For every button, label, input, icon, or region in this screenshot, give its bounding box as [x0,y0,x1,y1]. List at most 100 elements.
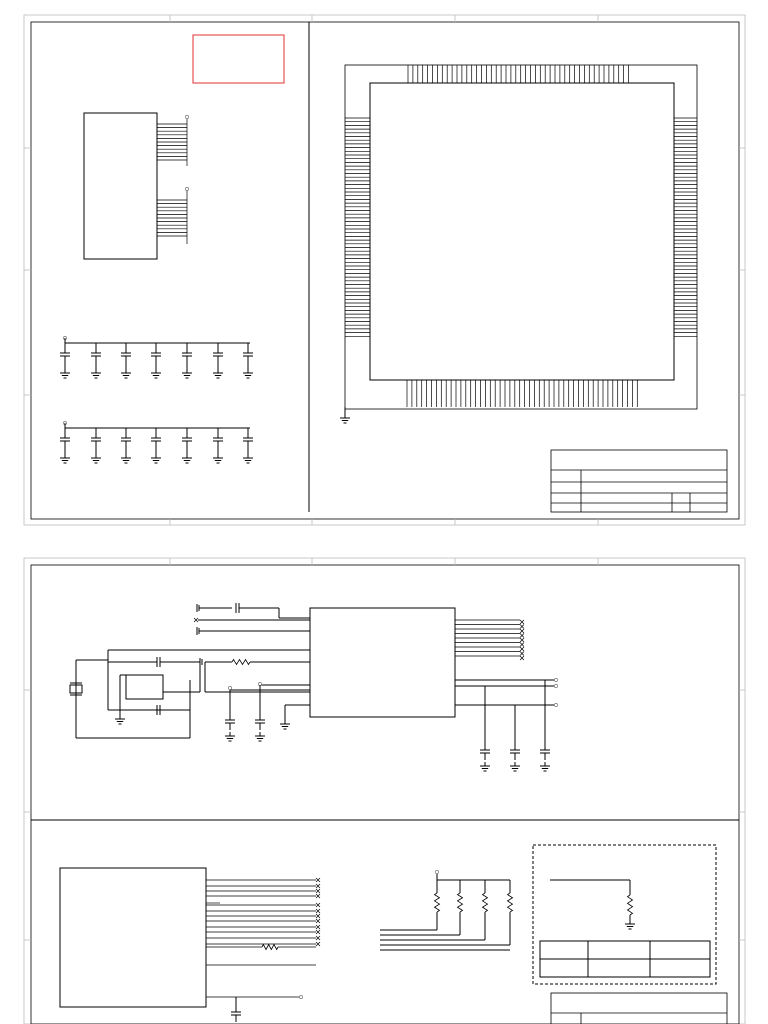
net-endpoint [315,902,321,908]
ground-symbol [340,414,350,424]
wire [519,646,525,652]
ground-symbol [255,732,265,742]
net-endpoint [519,633,525,638]
resistor-body [261,943,279,951]
sheet-frame-outer [23,14,746,526]
wire [315,941,321,947]
wire [519,624,525,629]
wire [315,929,321,935]
resistor [456,892,464,913]
net-connector [299,995,303,999]
resistor-body [433,892,441,913]
capacitor [151,428,161,448]
net-connector [554,678,558,682]
ground-symbol [60,454,70,464]
resistor-body [506,892,514,913]
mcu-outline [344,64,698,410]
controller-body [309,607,456,718]
ground-symbol [625,920,635,930]
net-endpoint [519,651,525,656]
wire [519,655,525,661]
ground-symbol [121,454,131,464]
capacitor [121,343,131,363]
capacitor [182,343,192,363]
ground-symbol [213,369,223,379]
net-connector [185,115,189,119]
sheet-1 [23,14,746,526]
title-block-frame [550,992,728,1024]
decoupling-row-bottom [60,421,253,464]
capacitor [540,740,550,760]
wire [315,908,321,914]
ground-symbol [540,762,550,772]
ground-symbol [121,369,131,379]
wire [315,883,321,889]
ground-symbol [243,454,253,464]
sheet-2 [23,557,746,1024]
title-block [550,992,728,1024]
sheet-frame-outer [23,557,746,1024]
net-endpoint [315,941,321,947]
net-endpoint [315,883,321,889]
ground-symbol [151,454,161,464]
net-endpoint [315,908,321,914]
dashed-subcircuit [532,844,717,985]
crystal [69,684,83,694]
capacitor [255,710,265,730]
ground-symbol [510,762,520,772]
ground-symbol [243,369,253,379]
wire [315,924,321,930]
resistor-body [456,892,464,913]
bus-termination [480,680,550,772]
net-endpoint [519,642,525,647]
resistor-body [626,894,634,916]
pullup-resistors [380,870,514,951]
input-nets [193,603,310,742]
net-connector [185,187,189,191]
net-connector [435,870,439,874]
ground-symbol [182,369,192,379]
wire [315,913,321,919]
ground-symbol [280,720,290,730]
resistor [481,892,489,913]
connector-body [83,112,158,260]
ground-symbol [225,732,235,742]
capacitor [243,343,253,363]
controller-ic [309,607,558,718]
title-block [550,449,728,513]
capacitor [243,428,253,448]
resistor [261,943,279,951]
ground-symbol [213,454,223,464]
oscillator-body [125,674,164,700]
connector-ic [83,112,189,260]
net-endpoint [519,637,525,643]
title-block-frame [550,449,728,513]
ground-symbol [60,369,70,379]
bottom-ic [59,867,321,1022]
capacitor [60,343,70,363]
ground-symbol [91,454,101,464]
wire [315,918,321,924]
ground-symbol [91,369,101,379]
capacitor [156,657,161,667]
wire [193,617,199,623]
mcu-body [369,82,675,381]
net-connector [554,703,558,707]
capacitor [213,343,223,363]
net-endpoint [519,655,525,661]
resistor [626,894,634,916]
net-endpoint [519,646,525,652]
wire [315,902,321,908]
wire [519,619,525,625]
capacitor [225,710,235,730]
ground-symbol [480,762,490,772]
mcu-qfp [340,64,698,424]
net-endpoint [193,617,199,623]
decoupling-row-top [60,336,253,379]
capacitor [91,343,101,363]
ground-symbol [151,369,161,379]
capacitor [182,428,192,448]
net-connector [228,686,232,690]
capacitor [60,428,70,448]
